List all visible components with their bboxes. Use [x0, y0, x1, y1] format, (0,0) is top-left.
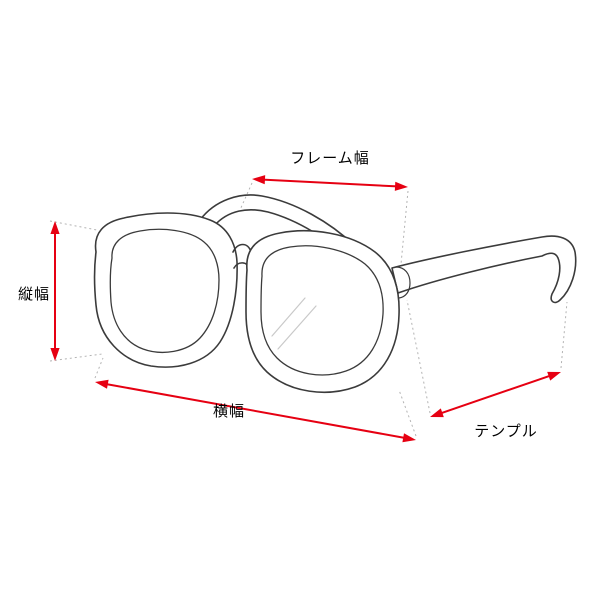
- total-width-label: 横幅: [212, 402, 245, 420]
- arrowhead: [95, 379, 109, 389]
- arrowhead: [394, 181, 408, 191]
- frame-width-arrow: [252, 175, 408, 191]
- left-lens: [109, 228, 220, 354]
- total-width-arrow: [95, 379, 416, 443]
- guide-line: [398, 389, 417, 437]
- temple-arrow: [430, 371, 561, 418]
- right-temple-arm: [391, 235, 577, 304]
- arrowhead: [430, 408, 444, 418]
- right-lens: [260, 245, 384, 376]
- guide-line: [400, 190, 409, 265]
- hinge: [395, 266, 411, 299]
- guide-line: [49, 353, 103, 362]
- arrowhead: [50, 221, 60, 234]
- lens-reflection: [271, 297, 317, 350]
- guide-line: [560, 301, 568, 369]
- guide-line: [94, 357, 104, 379]
- arrowhead: [252, 175, 266, 185]
- arrowhead: [50, 348, 60, 361]
- glasses-illustration: [93, 194, 577, 393]
- measurement-arrows: [50, 175, 561, 443]
- guide-lines: [49, 182, 568, 437]
- temple-label: テンプル: [474, 422, 538, 440]
- arrowhead: [547, 371, 561, 381]
- frame-width-label: フレーム幅: [290, 149, 370, 167]
- guide-line: [406, 299, 431, 414]
- arrowhead: [402, 433, 416, 443]
- height-arrow: [50, 221, 60, 361]
- height-label: 縦幅: [18, 285, 51, 303]
